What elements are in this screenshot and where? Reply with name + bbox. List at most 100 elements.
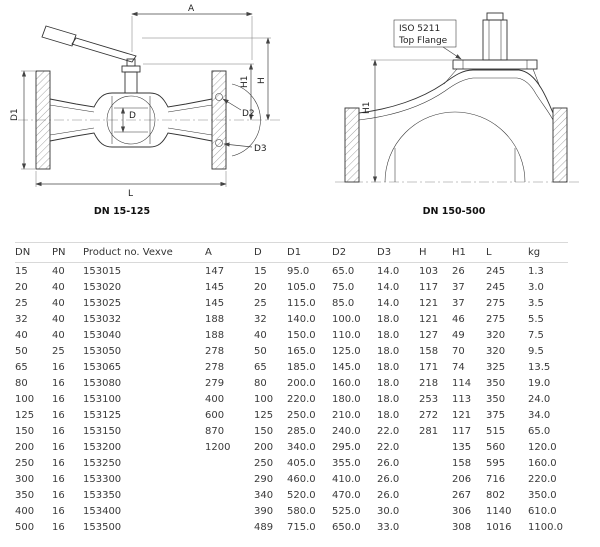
table-cell: 16 (52, 409, 65, 421)
table-cell: 50 (254, 345, 267, 357)
dim-label-d2: D2 (242, 109, 255, 119)
table-cell: 281 (419, 425, 439, 437)
table-cell: 16 (52, 505, 65, 517)
table-cell: 14.0 (377, 265, 400, 277)
table-cell: 250.0 (287, 409, 316, 421)
table-cell: 18.0 (377, 393, 400, 405)
table-cell: 135 (452, 441, 472, 453)
table-cell: 18.0 (377, 409, 400, 421)
table-cell (419, 487, 452, 503)
table-cell: 25 (15, 297, 28, 309)
table-cell: 210.0 (332, 409, 361, 421)
table-cell: 650.0 (332, 521, 361, 533)
table-cell: 160.0 (528, 457, 557, 469)
column-header: L (486, 242, 528, 263)
column-header: Product no. Vexve (83, 242, 205, 263)
table-cell: 14.0 (377, 281, 400, 293)
table-cell: 355.0 (332, 457, 361, 469)
table-cell: 3.5 (528, 297, 544, 309)
valve-drawing-dn150-500: ISO 5211 Top Flange H1 DN 150-500 (335, 12, 581, 217)
table-cell: 275 (486, 297, 506, 309)
table-cell: 26.0 (377, 489, 400, 501)
table-cell: 49 (452, 329, 465, 341)
table-cell (205, 471, 254, 487)
table-cell: 65 (15, 361, 28, 373)
table-cell: 150 (254, 425, 274, 437)
table-cell: 125.0 (332, 345, 361, 357)
table-cell: 275 (486, 313, 506, 325)
dim-label-l: L (128, 189, 133, 199)
table-cell: 18.0 (377, 329, 400, 341)
table-cell: 33.0 (377, 521, 400, 533)
table-cell: 218 (419, 377, 439, 389)
dim-label-a: A (188, 4, 195, 14)
table-cell: 80 (15, 377, 28, 389)
table-cell: 1140 (486, 505, 512, 517)
table-cell: 105.0 (287, 281, 316, 293)
leader-d2 (222, 98, 242, 111)
dim-label-d1: D1 (10, 108, 20, 121)
pipe-wall-line (167, 104, 213, 113)
table-cell: 20 (254, 281, 267, 293)
table-cell: 16 (52, 521, 65, 533)
table-cell: 16 (52, 489, 65, 501)
gusset-line (443, 68, 458, 85)
table-cell: 140.0 (287, 313, 316, 325)
table-cell: 188 (205, 329, 225, 341)
table-cell: 405.0 (287, 457, 316, 469)
table-cell: 153020 (83, 281, 122, 293)
table-cell: 158 (452, 457, 472, 469)
dim-label-d: D (129, 111, 136, 121)
table-cell: 20 (15, 281, 28, 293)
table-cell: 18.0 (377, 377, 400, 389)
body-outer-contour (358, 69, 554, 114)
table-cell: 65 (254, 361, 267, 373)
table-cell: 278 (205, 361, 225, 373)
bolt-circle-arc (231, 83, 261, 157)
table-cell: 25 (52, 345, 65, 357)
annotation-line2: Top Flange (398, 36, 448, 46)
stem (124, 71, 138, 94)
table-cell: 120.0 (528, 441, 557, 453)
table-cell: 150 (15, 425, 35, 437)
table-cell: 295.0 (332, 441, 361, 453)
table-cell: 320 (486, 345, 506, 357)
table-cell: 400 (205, 393, 225, 405)
dim-label-h1: H1 (362, 102, 372, 115)
table-cell: 153150 (83, 425, 122, 437)
left-flange (35, 70, 51, 170)
table-cell: 110.0 (332, 329, 361, 341)
table-cell: 100 (254, 393, 274, 405)
table-cell: 153025 (83, 297, 122, 309)
table-cell: 117 (419, 281, 439, 293)
table-cell: 37 (452, 297, 465, 309)
handle-bar (71, 37, 137, 63)
column-header: D (254, 242, 287, 263)
stem-housing (482, 19, 508, 61)
table-cell: 153200 (83, 441, 122, 453)
table-cell: 153050 (83, 345, 122, 357)
table-cell: 285.0 (287, 425, 316, 437)
table-cell: 340 (254, 489, 274, 501)
table-cell: 70 (452, 345, 465, 357)
table-cell: 19.0 (528, 377, 551, 389)
table-cell: 716 (486, 473, 506, 485)
table-cell (419, 471, 452, 487)
table-cell: 153032 (83, 313, 122, 325)
table-cell: 40 (52, 281, 65, 293)
column-header: A (205, 242, 254, 263)
table-cell: 153125 (83, 409, 122, 421)
table-cell: 100 (15, 393, 35, 405)
table-cell (205, 455, 254, 471)
column-header: H (419, 242, 452, 263)
table-cell: 580.0 (287, 505, 316, 517)
table-cell: 470.0 (332, 489, 361, 501)
table-cell: 18.0 (377, 345, 400, 357)
